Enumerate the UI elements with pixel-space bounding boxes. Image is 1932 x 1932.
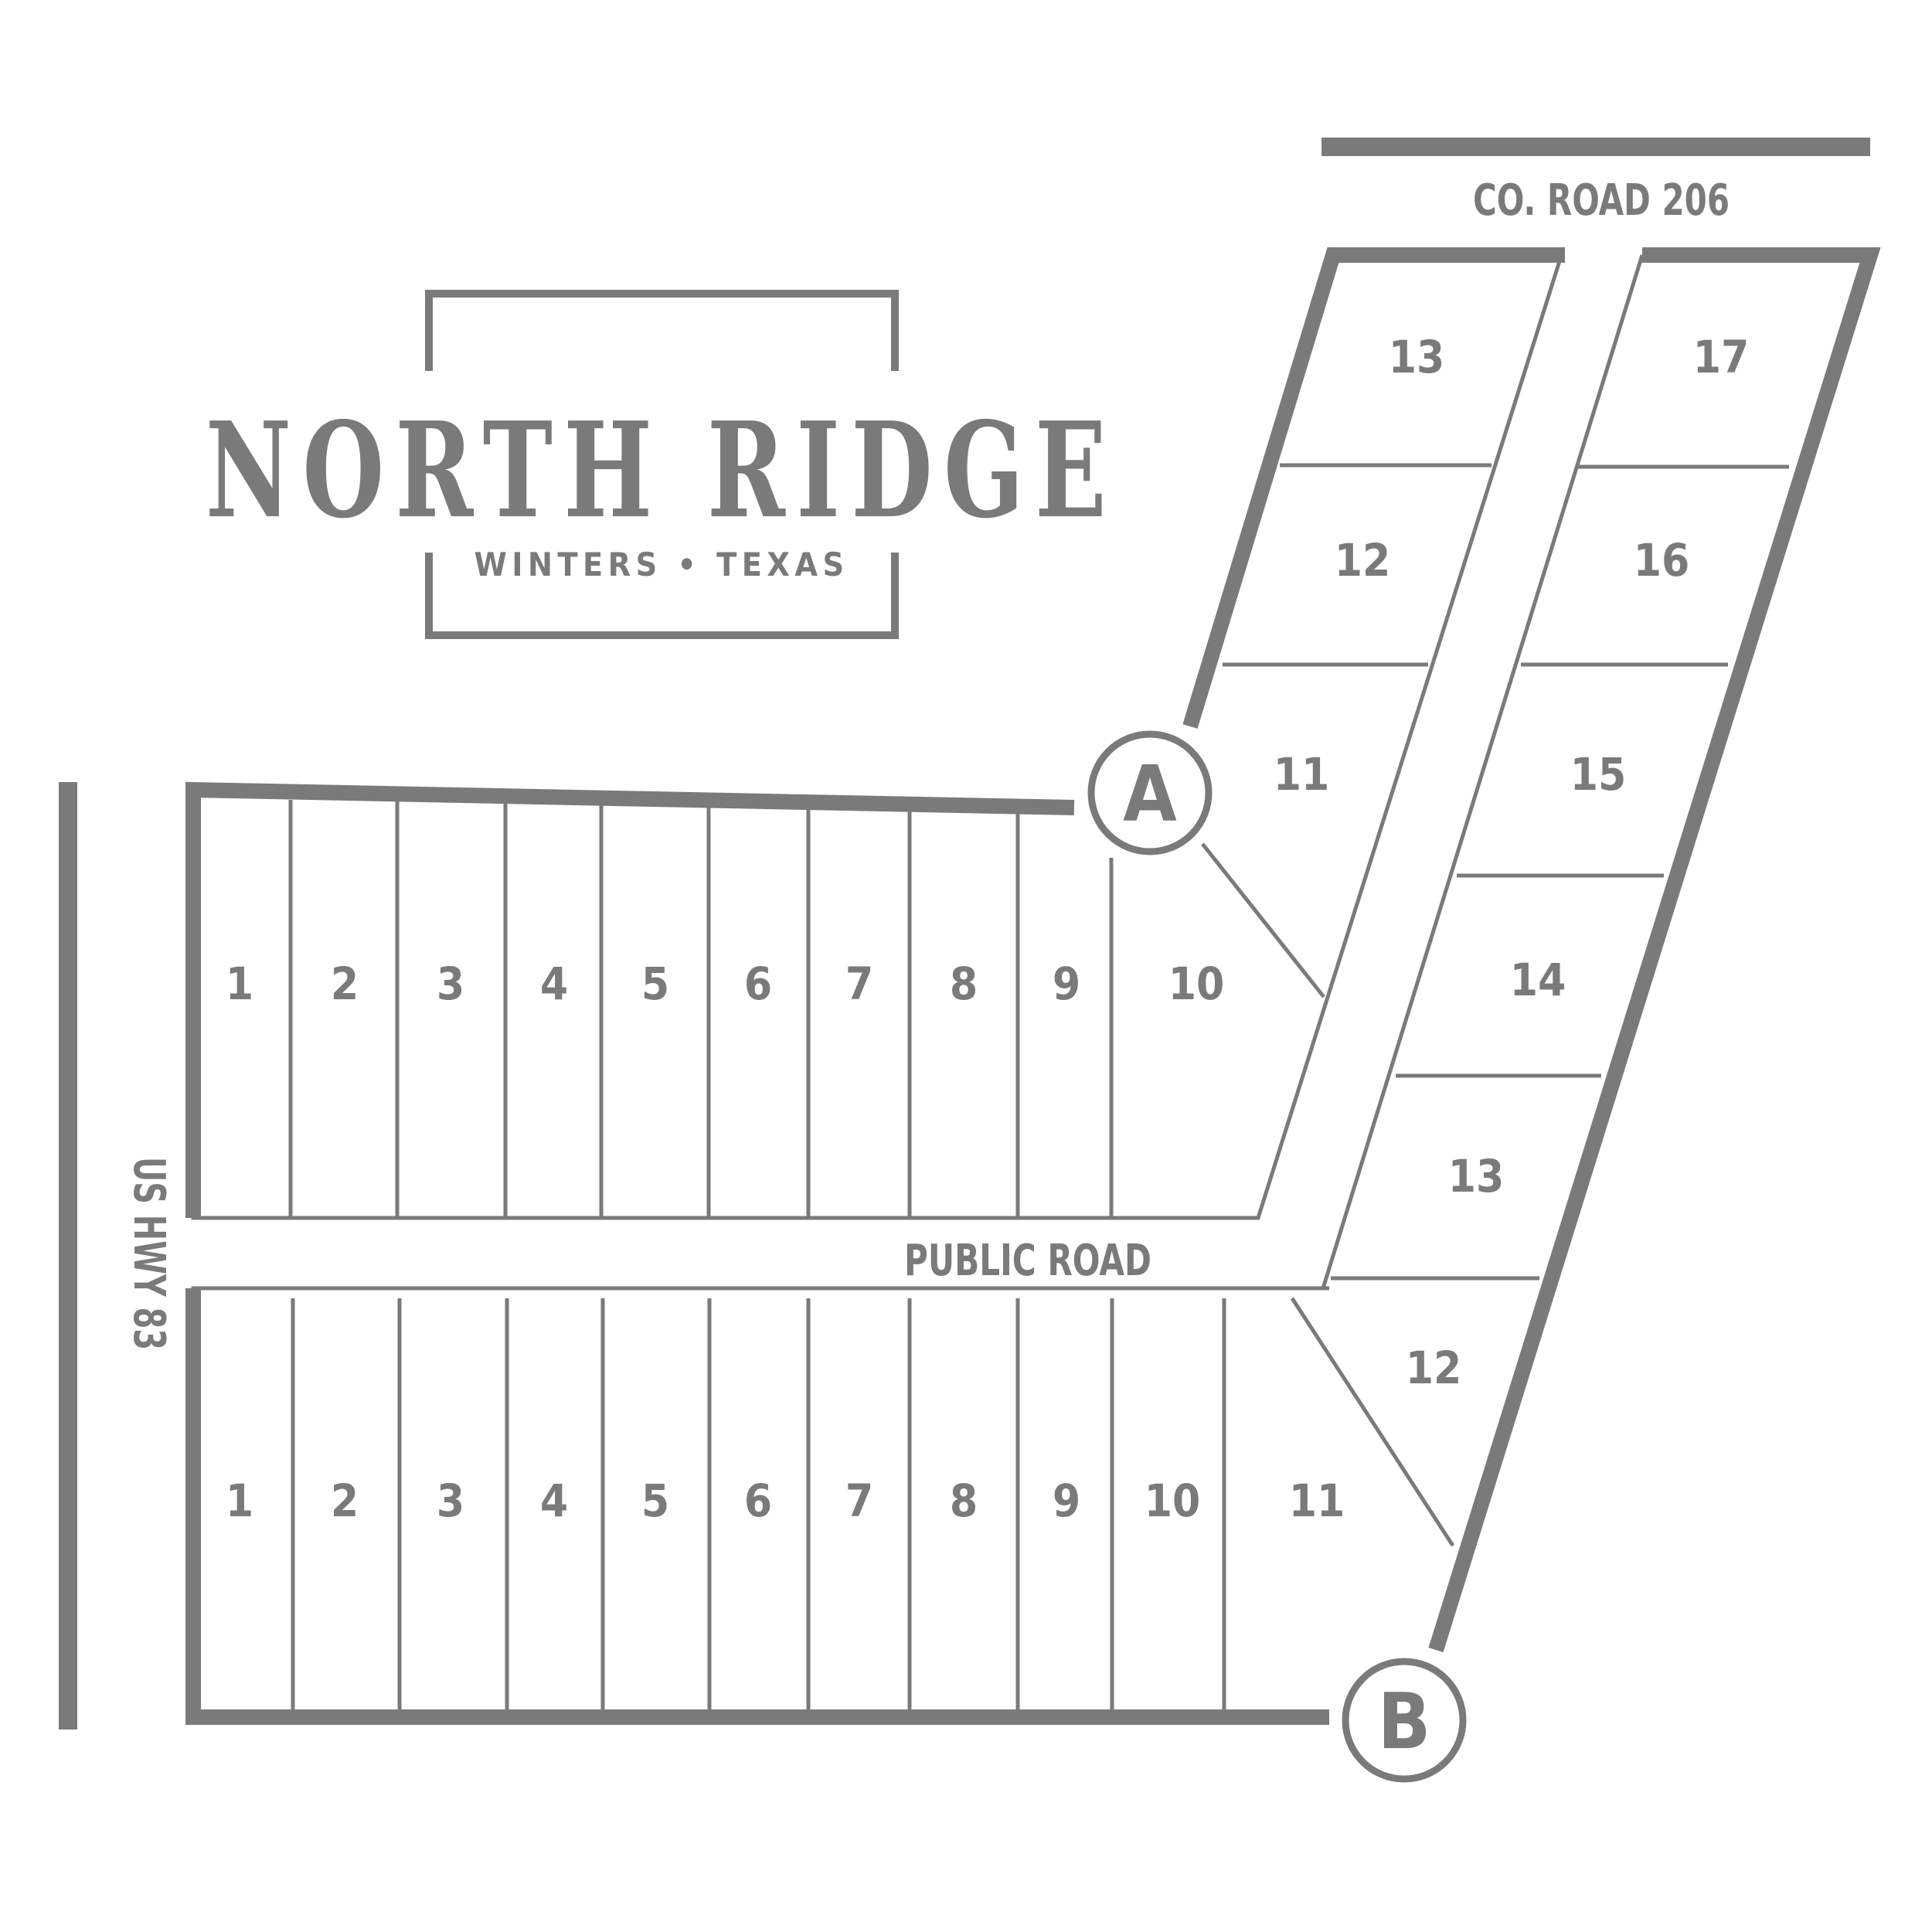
lot-number: 17: [1693, 331, 1750, 383]
lot-number: 10: [1168, 957, 1225, 1010]
lot-number: 6: [744, 1475, 772, 1527]
lot-number: 3: [437, 957, 464, 1010]
outer-diagonal-block: [185, 247, 1881, 1725]
lot-number: 13: [1389, 331, 1445, 383]
lot-number: 12: [1406, 1342, 1462, 1394]
lot-number: 8: [950, 1475, 978, 1527]
logo-title: NORTH RIDGE: [206, 393, 1117, 548]
marker-b: B: [1378, 1676, 1431, 1767]
lot-number: 2: [331, 1475, 359, 1527]
marker-a: A: [1123, 749, 1177, 839]
lot-number: 11: [1274, 748, 1330, 801]
lot-number: 10: [1145, 1475, 1201, 1527]
lot-number: 15: [1570, 748, 1627, 801]
public-road-label: PUBLIC ROAD: [904, 1236, 1151, 1286]
north-block: [185, 260, 1562, 1220]
lot-number: 16: [1634, 534, 1690, 587]
logo-subtitle: WINTERS • TEXAS: [474, 546, 849, 583]
lot-number: 9: [1053, 957, 1080, 1010]
lot-number: 2: [331, 957, 359, 1010]
lot-number: 1: [226, 1475, 253, 1527]
lot-number: 3: [437, 1475, 464, 1527]
inner-diagonal-block: [1182, 247, 1565, 729]
lot-number: 12: [1335, 534, 1391, 587]
lot-number: 1: [226, 957, 253, 1010]
lot-number: 4: [540, 957, 568, 1010]
lot-number: 8: [950, 957, 978, 1010]
lot-number: 13: [1448, 1150, 1505, 1202]
lot-number: 14: [1510, 954, 1566, 1006]
highway-label: US HWY 83: [124, 1157, 174, 1350]
logo-frame: [425, 290, 899, 639]
lot-number: 7: [845, 1475, 873, 1527]
lot-number: 4: [540, 1475, 568, 1527]
lot-number: 6: [744, 957, 772, 1010]
lot-number: 5: [641, 957, 669, 1010]
marker-b-circle: [1342, 1658, 1467, 1783]
lot-number: 5: [641, 1475, 669, 1527]
lot-number: 11: [1289, 1475, 1345, 1527]
lot-number: 7: [845, 957, 873, 1010]
county-road-label: CO. ROAD 206: [1473, 175, 1730, 226]
marker-a-circle: [1087, 730, 1213, 855]
lot-number: 9: [1053, 1475, 1080, 1527]
